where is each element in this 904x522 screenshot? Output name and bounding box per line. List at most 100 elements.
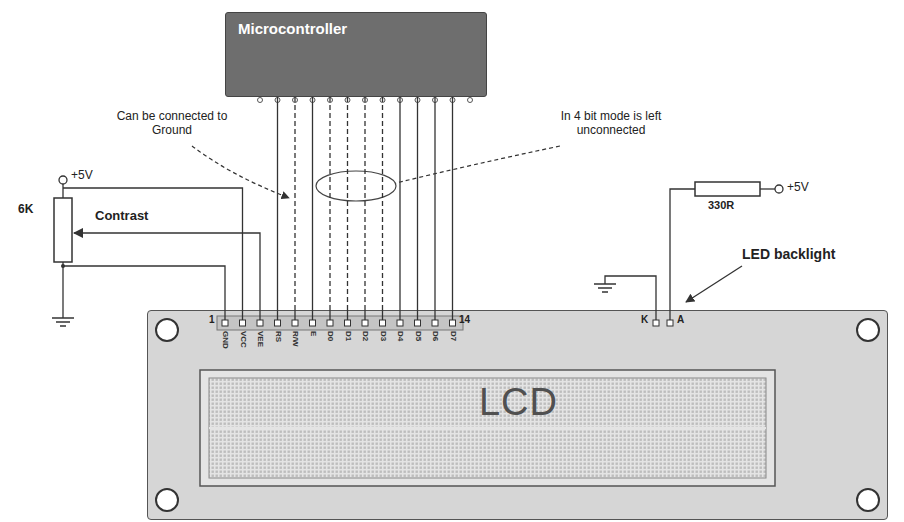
gnd-wire (63, 266, 225, 311)
pin-name: E (308, 331, 317, 336)
signal-wire (382, 97, 383, 311)
pin-name: RS (273, 331, 282, 342)
signal-wire (452, 97, 453, 311)
ground-symbol (60, 325, 66, 327)
backlight-pin (667, 320, 673, 326)
supply-label: +5V (787, 181, 809, 195)
pin-name: D3 (378, 331, 387, 341)
mounting-hole (156, 489, 178, 511)
pin-name: VEE (256, 331, 265, 347)
lcd-pin (362, 320, 368, 326)
callout-note: Can be connected to Ground (104, 110, 240, 138)
component-value: 6K (18, 203, 33, 217)
pin-name: D2 (361, 331, 370, 341)
pin-lead (452, 310, 453, 320)
signal-wire (434, 97, 435, 311)
pin-name: GND (221, 331, 230, 349)
lcd-pin (327, 320, 333, 326)
mounting-hole (857, 319, 879, 341)
vcc-wire (63, 188, 243, 311)
pin-number: 1 (209, 314, 215, 326)
pin-lead (655, 310, 656, 320)
pin-name: D5 (413, 331, 422, 341)
pin-name: D6 (431, 331, 440, 341)
pin-lead (399, 310, 400, 320)
pin-header (217, 316, 463, 330)
signal-wire (294, 97, 295, 311)
microcontroller-box: Microcontroller (225, 12, 487, 97)
pin-lead (434, 310, 435, 320)
mounting-hole (156, 319, 178, 341)
pin-lead (347, 310, 348, 320)
lcd-pin (415, 320, 421, 326)
chip-name: Microcontroller (238, 20, 474, 37)
callout-note: In 4 bit mode is left unconnected (538, 110, 684, 138)
component-label: LED backlight (742, 246, 835, 262)
ground-symbol (594, 283, 616, 285)
pin-name: K (641, 314, 648, 326)
signal-wire (312, 97, 313, 311)
component-value: 330R (708, 199, 734, 212)
supply-terminal (59, 176, 67, 184)
callout-ellipse (316, 171, 396, 201)
wire (62, 184, 63, 198)
display-text: LCD (148, 381, 889, 424)
pin-lead (669, 310, 670, 320)
lcd-pin (380, 320, 386, 326)
supply-label: +5V (71, 169, 93, 183)
lcd-pin (450, 320, 456, 326)
signal-wire (399, 97, 400, 311)
potentiometer-symbol (54, 198, 72, 262)
lcd-pin (345, 320, 351, 326)
cathode-wire (605, 276, 656, 311)
pin-lead (259, 310, 260, 320)
pin-lead (364, 310, 365, 320)
ground-symbol (52, 317, 74, 319)
wiper-arrow (74, 232, 86, 234)
pin-lead (329, 310, 330, 320)
pin-name: VCC (238, 331, 247, 348)
signal-wire (417, 97, 418, 311)
pin-number: 14 (459, 314, 470, 326)
resistor-symbol (695, 182, 760, 196)
pin-name: D1 (343, 331, 352, 341)
callout-arrow (686, 266, 742, 302)
wire (62, 262, 63, 318)
pin-name: R/W (291, 331, 300, 347)
pin-lead (312, 310, 313, 320)
leader-line (396, 146, 560, 183)
lcd-pin (275, 320, 281, 326)
signal-wire (347, 97, 348, 311)
anode-wire (670, 189, 695, 311)
leader-line (192, 146, 289, 198)
lcd-pin (292, 320, 298, 326)
component-label: Contrast (95, 209, 148, 224)
pin-name: D7 (448, 331, 457, 341)
pin-lead (277, 310, 278, 320)
lcd-pin (257, 320, 263, 326)
mounting-hole (857, 489, 879, 511)
row-gap (209, 427, 766, 429)
pin-lead (382, 310, 383, 320)
ground-symbol (598, 287, 612, 289)
wire (760, 188, 775, 189)
ground-symbol (602, 291, 608, 293)
pin-name: D4 (396, 331, 405, 341)
pin-lead (242, 310, 243, 320)
lcd-pin (397, 320, 403, 326)
lcd-pin (240, 320, 246, 326)
wiper-wire (86, 233, 260, 311)
supply-terminal (775, 185, 783, 193)
pin-name: D0 (326, 331, 335, 341)
lcd-pin (310, 320, 316, 326)
pin-name: A (677, 314, 684, 326)
junction-dot (61, 264, 65, 268)
pin-lead (294, 310, 295, 320)
lcd-pin (432, 320, 438, 326)
signal-wire (364, 97, 365, 311)
pin-lead (417, 310, 418, 320)
pin-lead (224, 310, 225, 320)
ground-symbol (56, 321, 70, 323)
signal-wire (277, 97, 278, 311)
signal-wire (329, 97, 330, 311)
